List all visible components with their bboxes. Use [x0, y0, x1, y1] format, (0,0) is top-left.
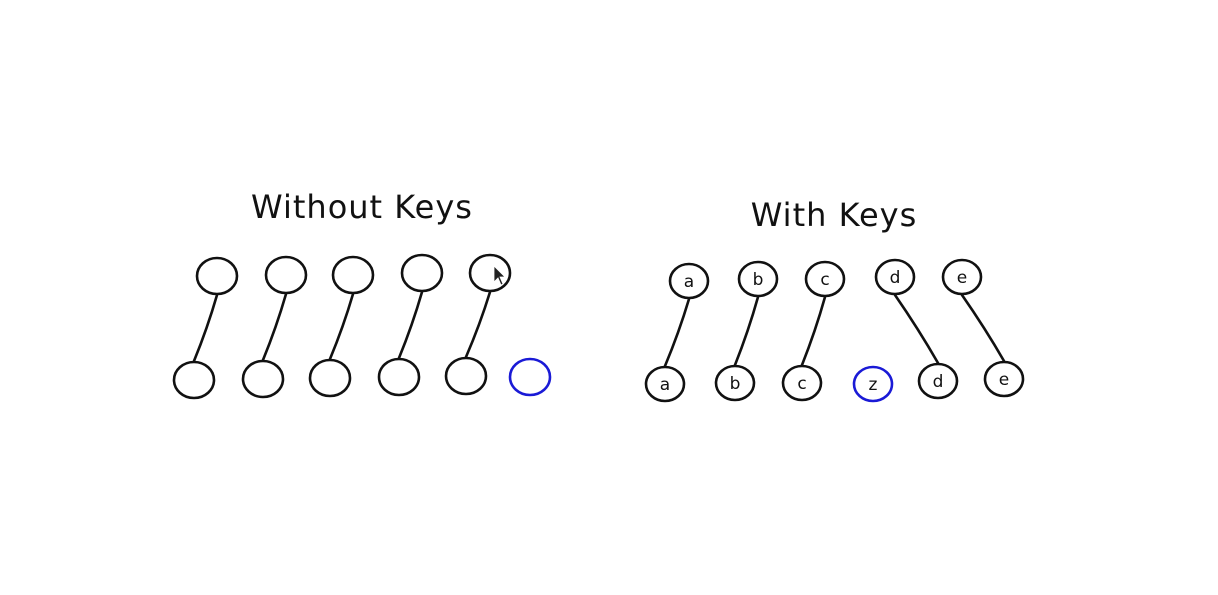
node-circle	[781, 364, 823, 402]
diagram-without-keys: Without Keys	[172, 188, 552, 400]
node-circle	[264, 255, 308, 295]
top-node	[195, 256, 239, 296]
link-line	[397, 290, 424, 360]
node-label: e	[957, 268, 967, 288]
bottom-row-nodes	[172, 356, 552, 400]
diagram-title-with-keys: With Keys	[751, 196, 918, 234]
link-line	[800, 295, 827, 367]
bottom-node	[308, 358, 352, 398]
node-circle	[508, 357, 552, 397]
node-circle	[874, 258, 916, 296]
top-row-nodes: a b c d e	[668, 258, 983, 300]
top-node: e	[941, 258, 983, 296]
node-circle	[400, 253, 444, 293]
node-circle	[172, 360, 216, 400]
top-node	[468, 253, 512, 293]
bottom-node: b	[714, 364, 756, 402]
node-circle	[917, 362, 959, 400]
link-line	[464, 290, 492, 359]
top-node	[400, 253, 444, 293]
node-circle	[444, 356, 488, 396]
link-line	[192, 293, 219, 363]
bottom-node	[377, 357, 421, 397]
bottom-node: d	[917, 362, 959, 400]
node-label: a	[660, 375, 670, 395]
node-label: a	[684, 272, 694, 292]
node-label: b	[753, 270, 764, 290]
new-node	[508, 357, 552, 397]
node-circle	[941, 258, 983, 296]
node-circle	[331, 255, 375, 295]
node-circle	[668, 262, 710, 300]
top-node: c	[804, 260, 846, 298]
node-circle	[804, 260, 846, 298]
node-circle	[852, 365, 894, 403]
top-node	[264, 255, 308, 295]
diagram-with-keys: With Keys a b c d e a b c z d e	[644, 196, 1025, 403]
link-line	[733, 295, 760, 367]
diagram-title-without-keys: Without Keys	[251, 188, 473, 226]
bottom-node	[241, 359, 285, 399]
pointer-cursor-icon	[493, 265, 506, 286]
node-circle	[195, 256, 239, 296]
node-label: z	[869, 375, 878, 395]
node-label: c	[820, 270, 829, 290]
bottom-node: a	[644, 365, 686, 403]
top-node: b	[737, 260, 779, 298]
node-label: e	[999, 370, 1009, 390]
node-label: d	[933, 372, 944, 392]
node-circle	[468, 253, 512, 293]
bottom-node: c	[781, 364, 823, 402]
node-circle	[308, 358, 352, 398]
link-group	[663, 293, 1006, 368]
link-line	[261, 292, 288, 362]
bottom-node	[444, 356, 488, 396]
top-node	[331, 255, 375, 295]
node-circle	[714, 364, 756, 402]
node-label: d	[890, 268, 901, 288]
top-node: a	[668, 262, 710, 300]
node-circle	[241, 359, 285, 399]
top-node: d	[874, 258, 916, 296]
node-circle	[983, 360, 1025, 398]
node-circle	[737, 260, 779, 298]
node-label: b	[730, 374, 741, 394]
node-circle	[377, 357, 421, 397]
link-line	[328, 292, 355, 361]
node-label: c	[797, 374, 806, 394]
node-circle	[644, 365, 686, 403]
link-group	[192, 290, 492, 363]
link-line	[893, 293, 940, 365]
bottom-node: e	[983, 360, 1025, 398]
link-line	[960, 293, 1006, 363]
bottom-node	[172, 360, 216, 400]
top-row-nodes	[195, 253, 512, 296]
new-node: z	[852, 365, 894, 403]
link-line	[663, 297, 691, 368]
